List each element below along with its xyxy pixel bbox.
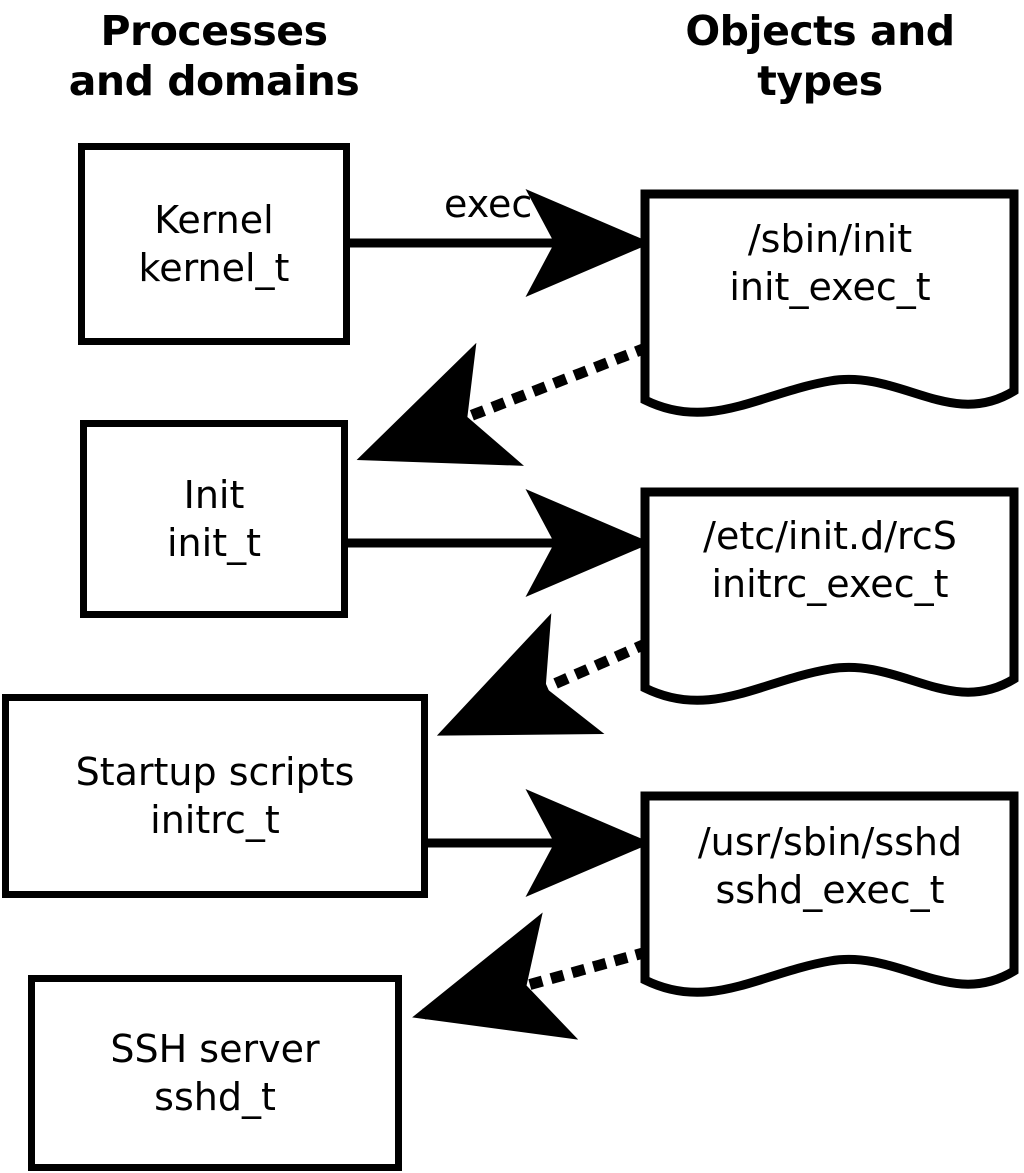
process-node-kernel-name: Kernel xyxy=(154,198,274,242)
object-node-init-exec-shape[interactable] xyxy=(640,189,1019,417)
process-node-kernel[interactable]: Kernel kernel_t xyxy=(78,143,350,345)
column-header-objects: Objects and types xyxy=(685,7,955,105)
column-header-processes: Processes and domains xyxy=(68,7,360,105)
object-node-initrc-exec-shape[interactable] xyxy=(640,487,1019,705)
process-node-startup-scripts-type: initrc_t xyxy=(150,798,280,842)
object-node-sshd-exec-shape[interactable] xyxy=(640,791,1019,997)
process-node-ssh-server-type: sshd_t xyxy=(154,1075,276,1119)
process-node-init-type: init_t xyxy=(167,521,261,565)
process-node-kernel-type: kernel_t xyxy=(138,246,290,290)
process-node-startup-scripts-name: Startup scripts xyxy=(75,750,355,794)
process-node-init[interactable]: Init init_t xyxy=(80,420,348,618)
process-node-init-name: Init xyxy=(183,473,245,517)
edge-label-exec: exec xyxy=(444,182,533,226)
process-node-startup-scripts[interactable]: Startup scripts initrc_t xyxy=(2,694,428,898)
process-node-ssh-server-name: SSH server xyxy=(110,1027,320,1071)
process-node-ssh-server[interactable]: SSH server sshd_t xyxy=(28,975,402,1171)
